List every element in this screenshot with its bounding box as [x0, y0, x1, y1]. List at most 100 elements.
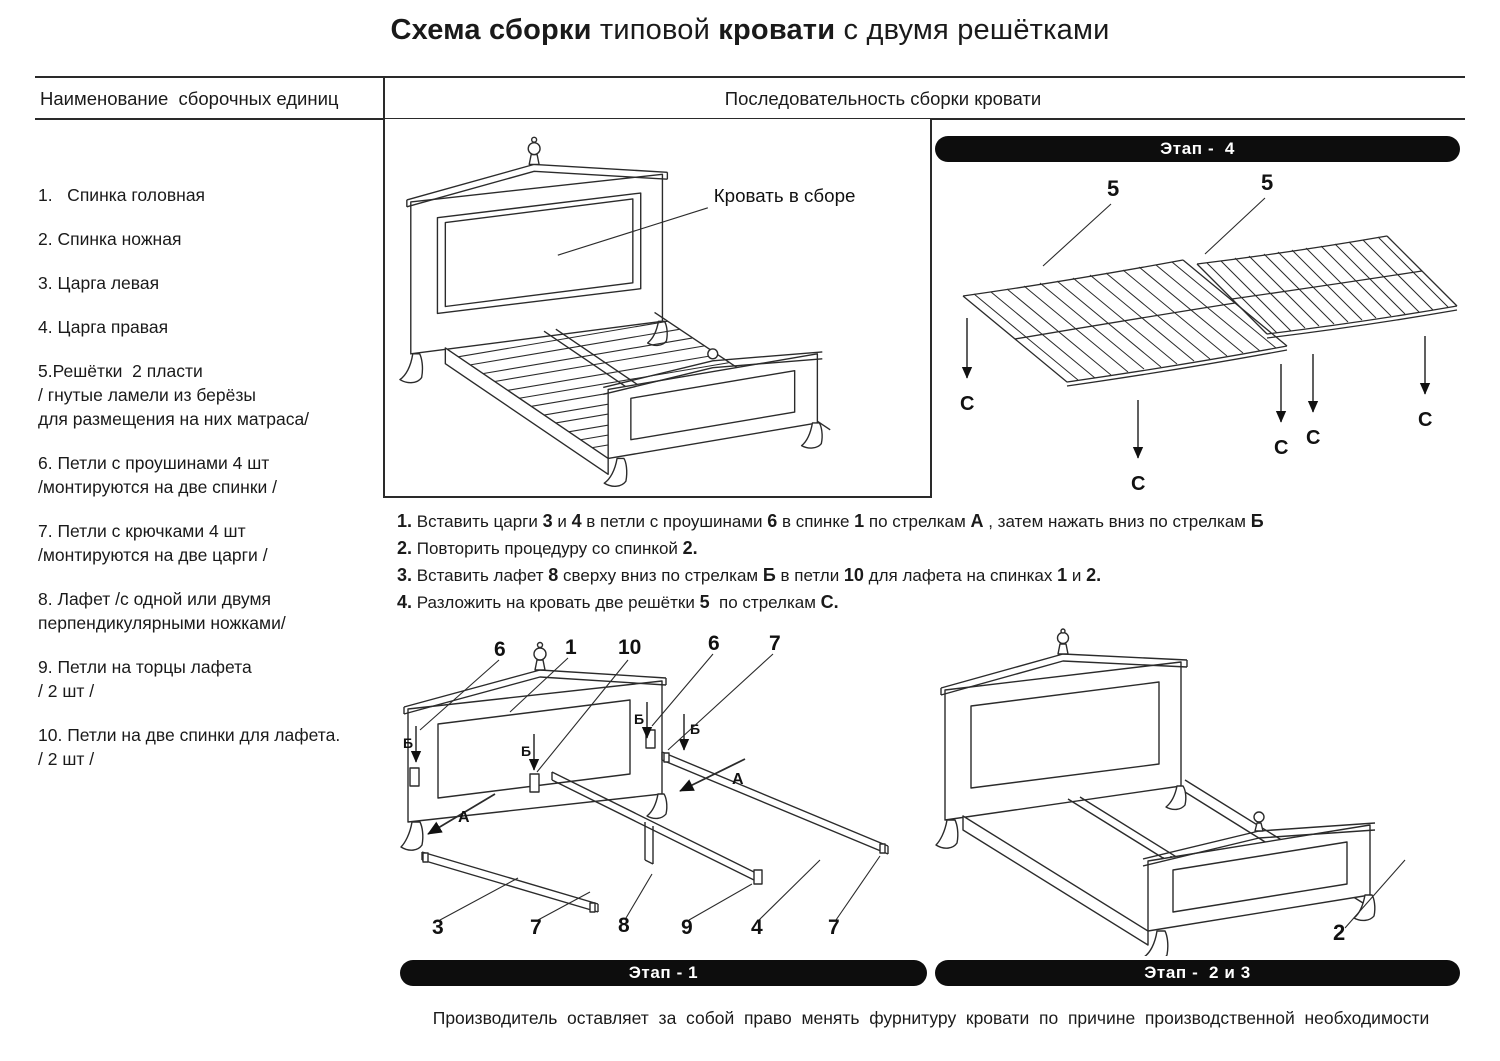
side-rail-3	[421, 851, 599, 913]
list-item-line: 3. Царга левая	[38, 273, 160, 293]
instruction-segment: и	[1067, 566, 1087, 585]
instruction-segment: в петли с проушинами	[581, 512, 768, 531]
list-item-line: 1. Спинка головная	[38, 185, 206, 205]
parts-column-header: Наименование сборочных единиц	[40, 88, 339, 109]
label-leader-lines	[419, 653, 881, 921]
list-item-line: 9. Петли на торцы лафета	[38, 657, 252, 677]
list-item: 6. Петли с проушинами 4 шт/монтируются н…	[38, 451, 383, 499]
list-item-line: 8. Лафет /с одной или двумя	[38, 589, 271, 609]
title-regular-2: с двумя решётками	[835, 14, 1110, 46]
footboard	[1142, 811, 1376, 956]
instruction-segment: Вставить лафет	[412, 566, 549, 585]
assembled-bed-caption: Кровать в сборе	[714, 185, 856, 206]
arrow-label-a: А	[458, 809, 470, 826]
list-item-line: /монтируются на две царги /	[38, 545, 268, 565]
part-number-label: 4	[751, 916, 763, 939]
list-item-line: 7. Петли с крючками 4 шт	[38, 521, 246, 541]
instruction-segment: в спинке	[777, 512, 855, 531]
arrow-label-c: С	[1131, 473, 1145, 495]
column-separator	[383, 76, 385, 118]
instruction-segment: 2.	[682, 538, 698, 558]
sequence-column-header: Последовательность сборки кровати	[724, 88, 1042, 109]
instruction-segment: для лафета на спинках	[863, 566, 1058, 585]
instruction-segment: А	[970, 511, 984, 531]
direction-a-arrows	[427, 758, 746, 835]
title-bold-2: кровати	[718, 14, 836, 46]
arrow-label-c: С	[1274, 437, 1288, 459]
instruction-segment: 1	[854, 511, 865, 531]
instruction-segment: Повторить процедуру со спинкой	[412, 539, 683, 558]
arrow-label-b: Б	[403, 735, 413, 751]
list-item: 4. Царга правая	[38, 315, 383, 339]
lattice-panel-2	[1196, 235, 1458, 339]
list-item: 10. Петли на две спинки для лафета./ 2 ш…	[38, 723, 383, 771]
side-rail-4	[661, 751, 889, 855]
assembled-bed-diagram: Кровать в сборе	[399, 136, 856, 487]
list-item-line: для размещения на них матраса/	[38, 409, 310, 429]
instruction-segment: Б	[1250, 511, 1264, 531]
instruction-segment: Б	[762, 565, 776, 585]
list-item-line: / 2 шт /	[38, 681, 95, 701]
page-title: Схема сборки типовой кровати с двумя реш…	[35, 14, 1465, 47]
assembly-instructions: 1. Вставить царги 3 и 4 в петли с проуши…	[397, 508, 1465, 616]
instruction-segment: 10	[843, 565, 864, 585]
arrow-label-a: А	[732, 771, 744, 788]
instruction-segment: Вставить царги	[412, 512, 543, 531]
part-number-label: 7	[769, 632, 781, 655]
stage-4-diagram: 5 5 С С С С С	[960, 170, 1458, 495]
caption-leader-line	[557, 207, 708, 256]
stage-2-3-diagram: 2	[935, 628, 1406, 956]
direction-c-arrows	[961, 318, 1431, 459]
headboard	[400, 641, 668, 851]
list-item-line: 6. Петли с проушинами 4 шт	[38, 453, 270, 473]
headboard	[935, 628, 1188, 849]
lafet-beam-8	[551, 771, 763, 885]
part-number-label: 2	[1333, 920, 1345, 945]
part-number-label: 1	[565, 636, 577, 659]
title-bold-1: Схема сборки	[390, 14, 592, 46]
direction-b-arrows	[410, 702, 690, 771]
part-number-label: 3	[432, 916, 444, 939]
instruction-segment: 5	[699, 592, 710, 612]
instruction-segment: 1	[1057, 565, 1068, 585]
manufacturer-note: Производитель оставляет за собой право м…	[432, 1008, 1430, 1028]
instruction-segment: 4	[571, 511, 582, 531]
part-number-label: 5	[1261, 170, 1273, 195]
instruction-step: 4. Разложить на кровать две решётки 5 по…	[397, 589, 1465, 616]
title-regular-1: типовой	[591, 14, 719, 46]
list-item-line: 4. Царга правая	[38, 317, 169, 337]
instruction-step: 1. Вставить царги 3 и 4 в петли с проуши…	[397, 508, 1465, 535]
instruction-segment: по стрелкам	[709, 593, 821, 612]
part-number-label: 10	[618, 636, 641, 659]
list-item-line: / гнутые ламели из берёзы	[38, 385, 256, 405]
instruction-segment: и	[552, 512, 572, 531]
stage-1-diagram: Б Б Б Б А А 6 1 10 6 7 3 7 8 9 4 7	[400, 632, 889, 939]
instruction-segment: в петли	[775, 566, 844, 585]
list-item-line: 10. Петли на две спинки для лафета.	[38, 725, 341, 745]
arrow-label-c: С	[1306, 427, 1320, 449]
list-item: 2. Спинка ножная	[38, 227, 383, 251]
part-number-label: 6	[494, 638, 506, 661]
instruction-segment: Разложить на кровать две решётки	[412, 593, 700, 612]
part-number-label: 8	[618, 914, 630, 937]
instruction-segment: 3	[542, 511, 553, 531]
instruction-segment: 6	[767, 511, 778, 531]
instruction-segment: С.	[820, 592, 839, 612]
instruction-segment: 2.	[397, 538, 413, 558]
list-item: 7. Петли с крючками 4 шт/монтируются на …	[38, 519, 383, 567]
instruction-step: 3. Вставить лафет 8 сверху вниз по стрел…	[397, 562, 1465, 589]
part-number-label: 9	[681, 916, 693, 939]
instruction-segment: , затем нажать вниз по стрелкам	[983, 512, 1251, 531]
footboard	[603, 348, 823, 487]
instruction-segment: 2.	[1086, 565, 1102, 585]
instruction-step: 2. Повторить процедуру со спинкой 2.	[397, 535, 1465, 562]
part-number-label: 7	[828, 916, 840, 939]
label-leader-line	[1344, 859, 1406, 929]
instruction-segment: 8	[548, 565, 559, 585]
list-item: 5.Решётки 2 пласти / гнутые ламели из бер…	[38, 359, 383, 431]
parts-list: 1. Спинка головная 2. Спинка ножная 3. Ц…	[38, 183, 383, 791]
list-item: 9. Петли на торцы лафета / 2 шт /	[38, 655, 383, 703]
list-item-line: 5.Решётки 2 пласти	[38, 361, 203, 381]
stage-4-banner: Этап - 4	[935, 136, 1460, 162]
